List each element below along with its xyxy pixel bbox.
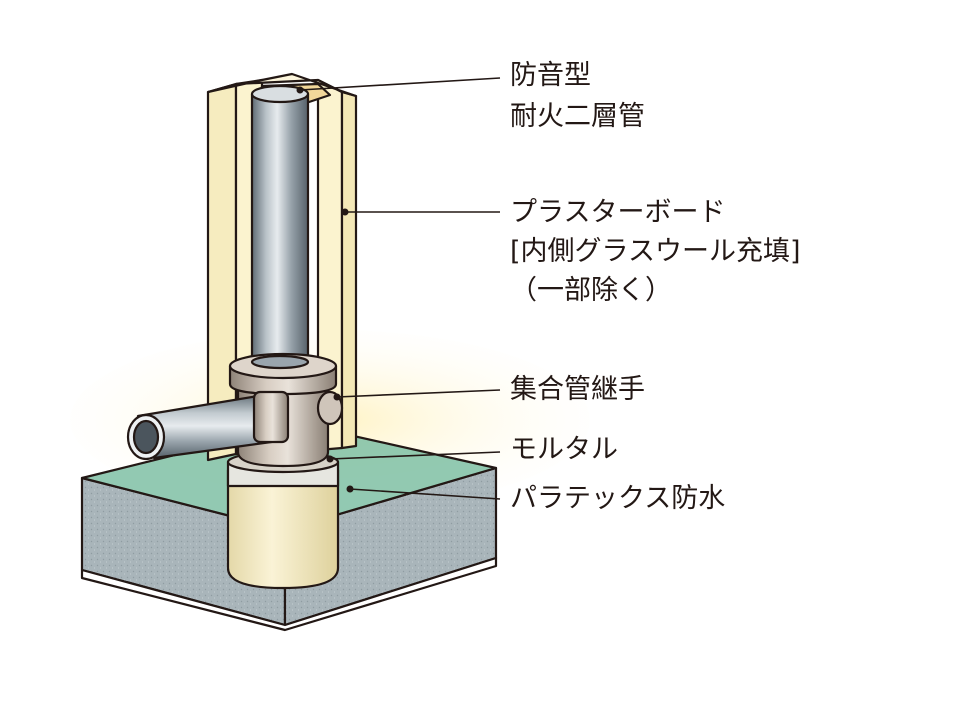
vertical-pipe [250,84,310,366]
label-board-line3: （一部除く） [510,275,672,306]
label-board-line1: プラスターボード [510,197,725,228]
label-pipe-line2: 耐火二層管 [510,101,645,132]
branch-pipe [126,390,290,461]
label-board-line2: [内側グラスウール充填] [510,236,801,267]
leader-lines [296,77,501,500]
labels: 防音型 耐火二層管 プラスターボード [内側グラスウール充填] （一部除く） 集… [510,60,801,514]
label-mortar: モルタル [510,434,618,465]
label-pipe-line1: 防音型 [510,60,591,91]
label-joint: 集合管継手 [510,374,645,405]
label-waterproof: パラテックス防水 [510,483,725,514]
pipe-sleeve [226,450,340,590]
